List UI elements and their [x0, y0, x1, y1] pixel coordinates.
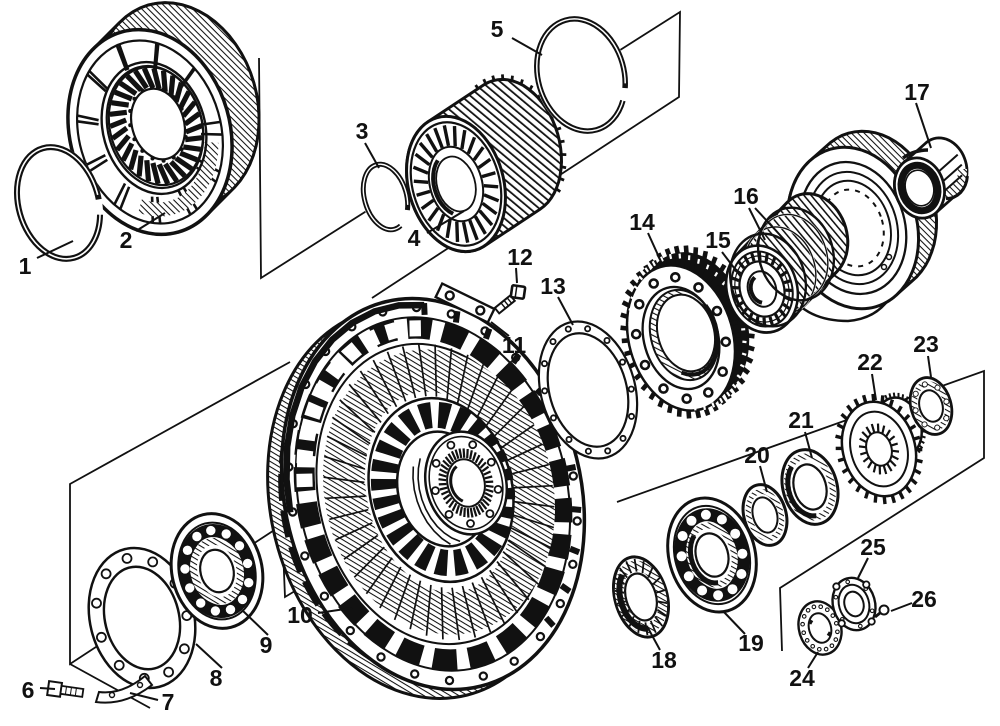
svg-text:15: 15: [705, 227, 731, 253]
svg-text:4: 4: [408, 225, 421, 251]
svg-text:23: 23: [913, 331, 939, 357]
svg-text:7: 7: [162, 689, 175, 715]
svg-text:2: 2: [120, 227, 133, 253]
svg-text:1: 1: [19, 253, 32, 279]
svg-text:18: 18: [651, 647, 677, 673]
svg-text:25: 25: [860, 534, 886, 560]
svg-text:26: 26: [911, 586, 937, 612]
svg-text:16: 16: [733, 183, 759, 209]
svg-text:10: 10: [287, 602, 313, 628]
svg-text:9: 9: [260, 632, 273, 658]
svg-text:6: 6: [22, 677, 35, 703]
svg-text:11: 11: [502, 332, 527, 358]
svg-text:22: 22: [857, 349, 883, 375]
svg-text:8: 8: [210, 665, 223, 691]
svg-text:12: 12: [507, 244, 533, 270]
svg-text:20: 20: [744, 442, 770, 468]
svg-text:5: 5: [491, 16, 504, 42]
svg-text:17: 17: [904, 79, 930, 105]
svg-text:19: 19: [738, 630, 764, 656]
svg-text:13: 13: [540, 273, 566, 299]
svg-text:3: 3: [356, 118, 369, 144]
svg-text:14: 14: [629, 209, 655, 235]
svg-text:24: 24: [789, 665, 815, 691]
svg-text:21: 21: [788, 407, 814, 433]
